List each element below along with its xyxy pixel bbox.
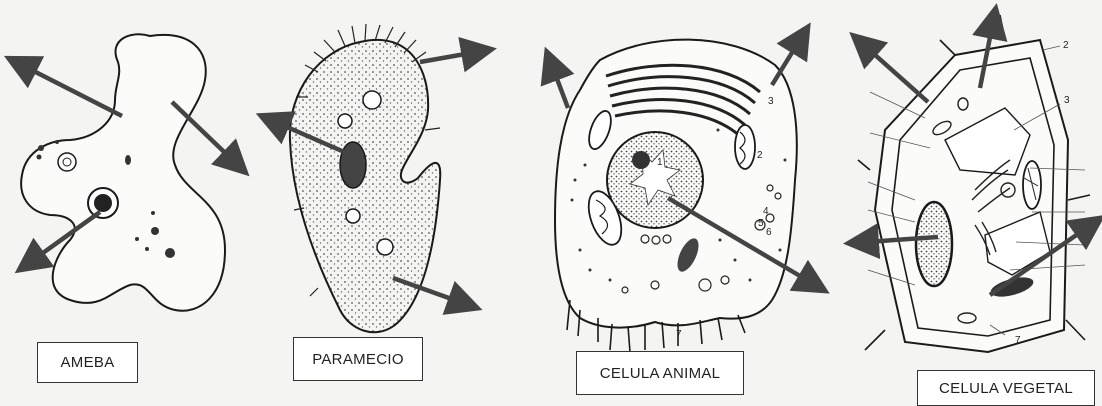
label-paramecio: PARAMECIO bbox=[293, 337, 423, 381]
paramecio-nucleus bbox=[340, 142, 366, 188]
ameba-drawing bbox=[21, 34, 225, 310]
label-ameba: AMEBA bbox=[37, 342, 138, 383]
arrow-ameba-2 bbox=[172, 102, 243, 170]
arrow-vegetal-1 bbox=[856, 38, 928, 102]
animal-number-1: 1 bbox=[657, 157, 663, 168]
plant-nucleus bbox=[916, 202, 952, 286]
animal-number-3: 3 bbox=[768, 96, 774, 107]
vegetal-number-7: 7 bbox=[1015, 335, 1021, 346]
ameba-vacuole bbox=[58, 153, 76, 171]
label-celula-vegetal: CELULA VEGETAL bbox=[917, 370, 1095, 406]
arrow-paramecio-1 bbox=[420, 50, 488, 62]
vegetal-number-3: 3 bbox=[1064, 95, 1070, 106]
arrow-ameba-1 bbox=[12, 60, 122, 116]
animal-mitochondrion-1 bbox=[735, 125, 755, 169]
vegetal-number-2: 2 bbox=[1063, 40, 1069, 51]
animal-number-2: 2 bbox=[757, 150, 763, 161]
arrow-animal-2 bbox=[772, 30, 806, 85]
ameba-membrane bbox=[21, 34, 225, 310]
label-celula-animal: CELULA ANIMAL bbox=[576, 351, 744, 395]
animal-number-7: 7 bbox=[676, 329, 682, 340]
animal-number-4: 4 bbox=[763, 206, 769, 217]
arrow-animal-1 bbox=[548, 55, 568, 108]
animal-number-5: 5 bbox=[758, 218, 764, 229]
celula-animal-drawing bbox=[555, 40, 797, 352]
animal-number-6: 6 bbox=[766, 227, 772, 238]
